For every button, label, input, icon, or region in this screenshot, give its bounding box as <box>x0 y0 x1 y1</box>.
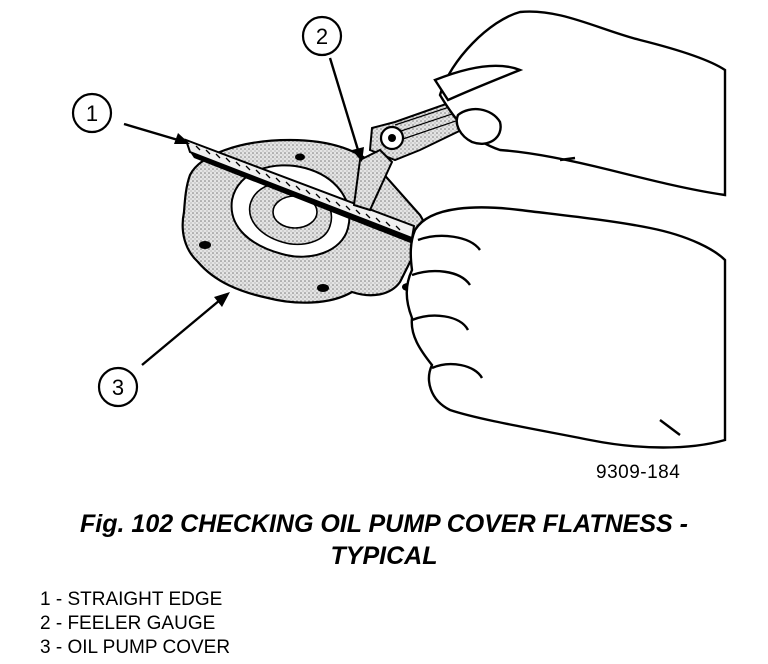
callout-1-number: 1 <box>86 101 98 126</box>
legend-item-feeler-gauge: 2 - FEELER GAUGE <box>40 613 216 634</box>
callout-3-number: 3 <box>112 375 124 400</box>
bolt-hole-left <box>199 241 211 249</box>
callout-2-number: 2 <box>316 24 328 49</box>
straight-edge <box>184 138 416 244</box>
bolt-hole-bottom <box>317 284 329 292</box>
lower-hand <box>405 206 727 449</box>
callout-3: 3 <box>97 292 230 408</box>
bolt-hole-top <box>295 153 305 161</box>
oil-pump-cover-illustration: 1 2 3 <box>71 10 727 449</box>
figure-caption-line-2: TYPICAL <box>330 542 438 570</box>
callout-1: 1 <box>71 92 190 144</box>
legend-item-straight-edge: 1 - STRAIGHT EDGE <box>40 589 223 610</box>
parts-legend: 1 - STRAIGHT EDGE 2 - FEELER GAUGE 3 - O… <box>40 588 230 660</box>
upper-hand <box>433 10 727 197</box>
callout-2: 2 <box>301 15 364 162</box>
figure-caption-line-1: Fig. 102 CHECKING OIL PUMP COVER FLATNES… <box>80 510 688 538</box>
figure-id: 9309-184 <box>596 462 681 483</box>
legend-item-oil-pump-cover: 3 - OIL PUMP COVER <box>40 637 231 658</box>
